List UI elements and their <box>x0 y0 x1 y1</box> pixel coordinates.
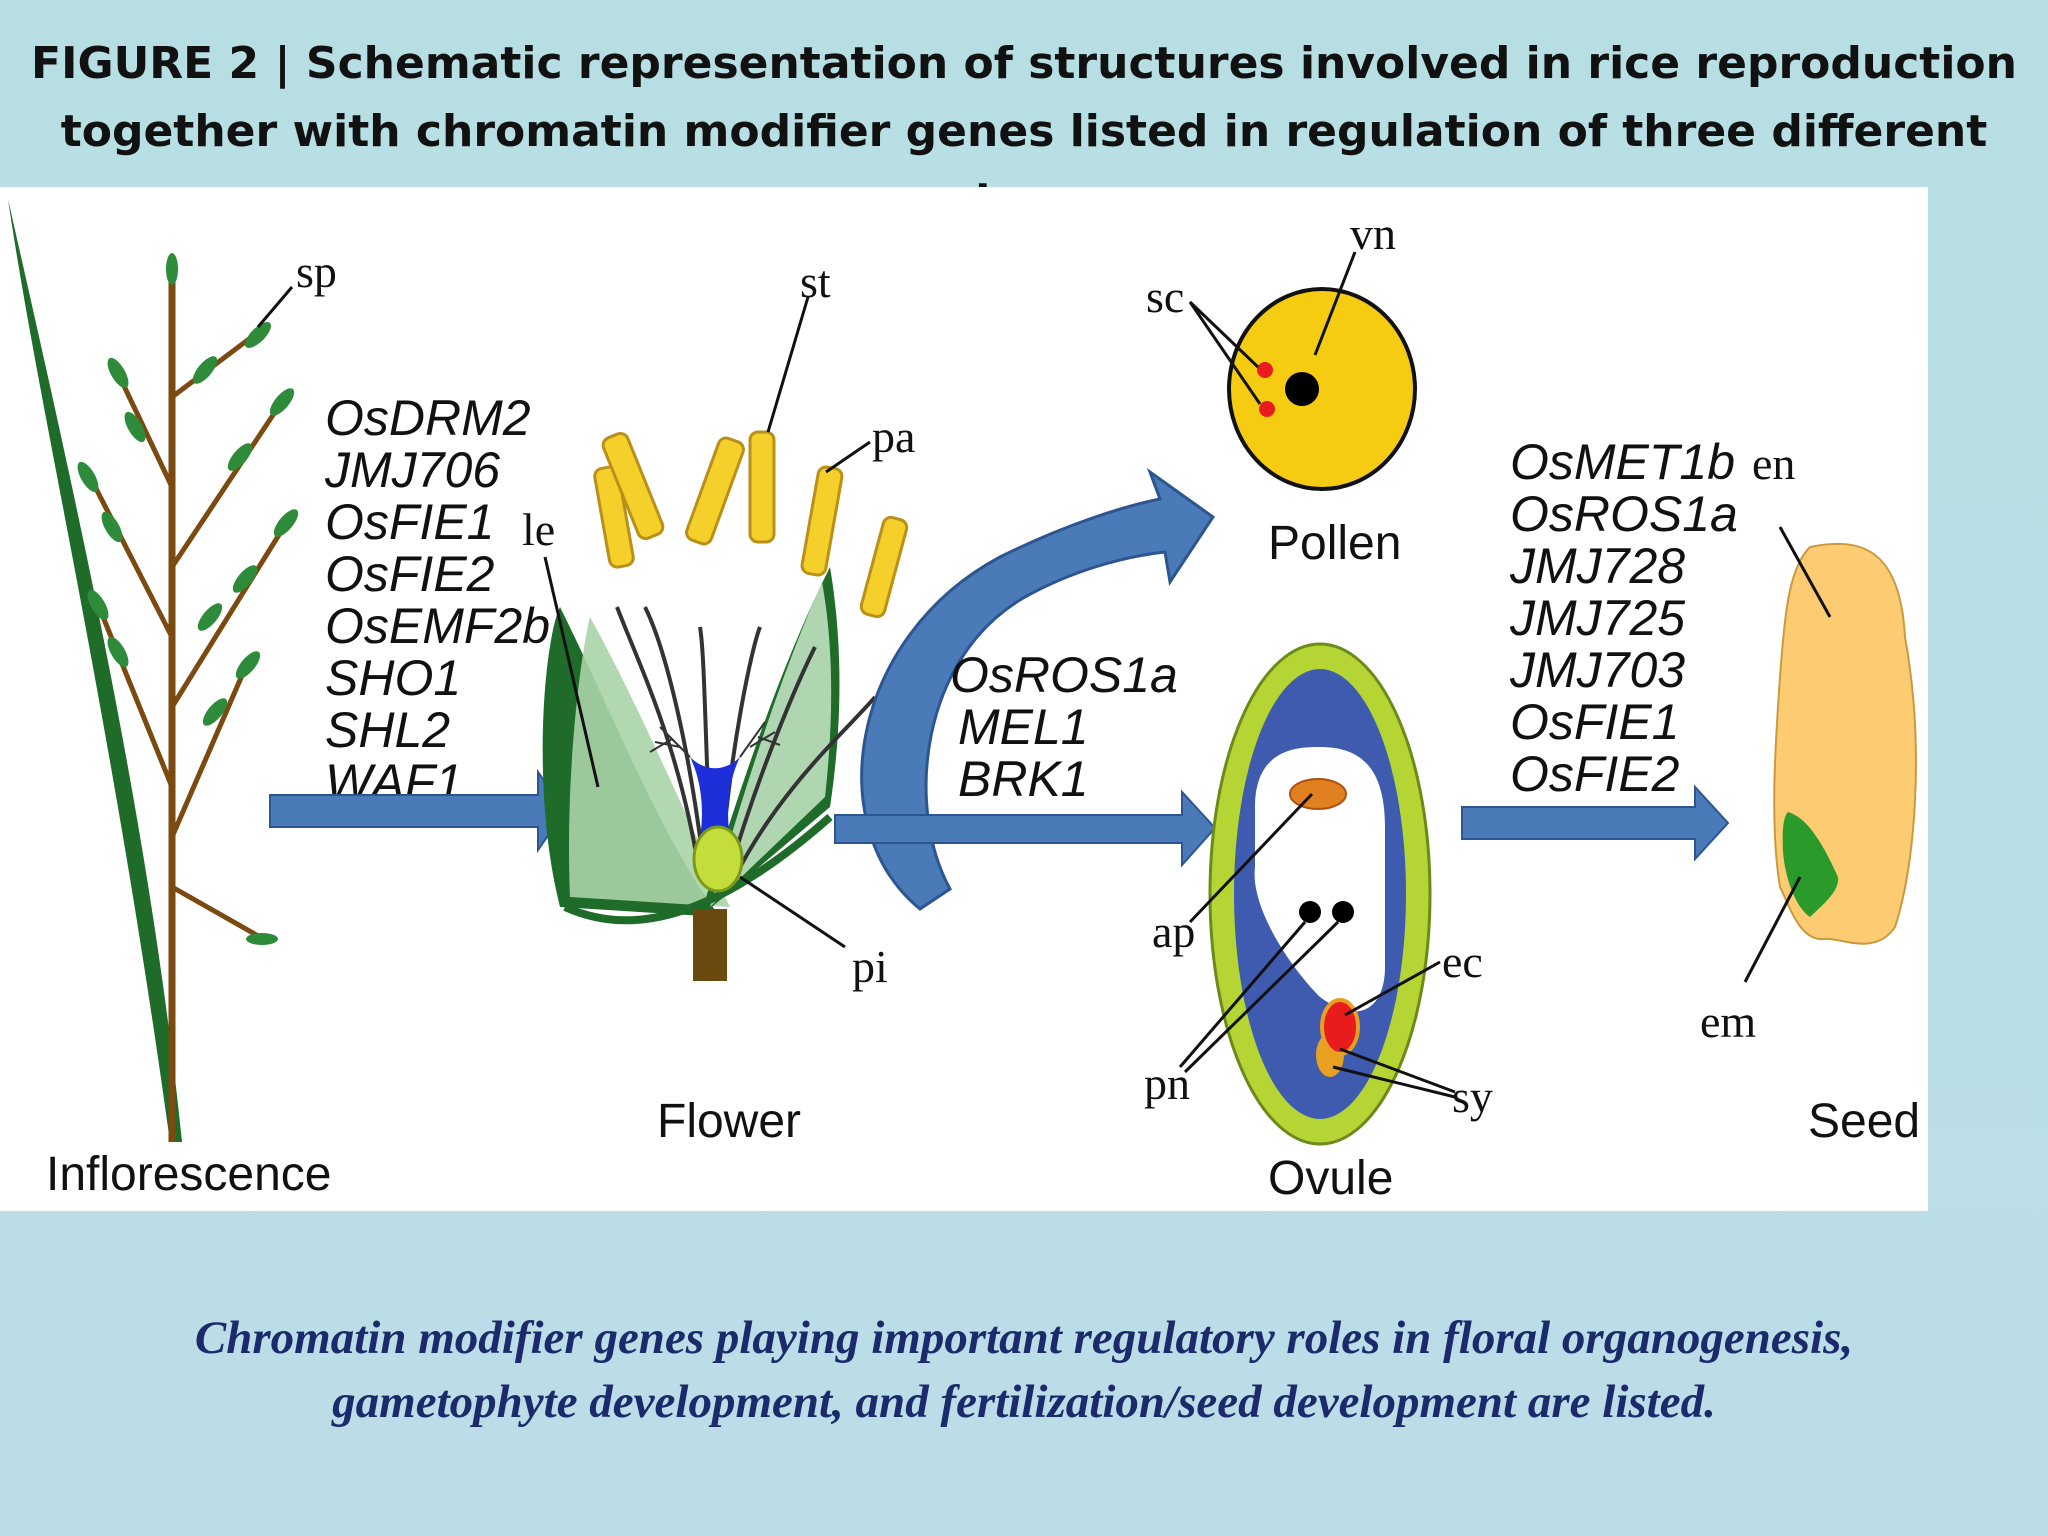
sp-leader-line <box>256 286 294 328</box>
gene-list-floral-organogenesis: OsDRM2 JMJ706 OsFIE1 OsFIE2 OsEMF2b SHO1… <box>324 390 550 810</box>
flower-stigma-feathers <box>649 721 781 758</box>
flower-drawing: st pa le pi Flower <box>522 256 915 1148</box>
flower-lemma-light-left <box>569 617 730 907</box>
stage-label-pollen: Pollen <box>1268 517 1401 570</box>
gene-floral-7: SHL2 <box>325 702 450 758</box>
seed-drawing: en em Seed <box>1700 438 1920 1148</box>
flower-ovary <box>692 825 744 893</box>
label-ec: ec <box>1442 936 1483 987</box>
figure-title: FIGURE 2 | Schematic representation of s… <box>0 30 2048 234</box>
gene-list-gametophyte-development: OsROS1a MEL1 BRK1 <box>950 647 1178 807</box>
ovule-polar-nucleus-2 <box>1332 901 1354 923</box>
inflorescence-drawing: sp Inflorescence <box>8 199 337 1201</box>
inflorescence-branches <box>82 325 293 940</box>
gene-floral-3: OsFIE1 <box>325 494 494 550</box>
stage-label-flower: Flower <box>657 1095 801 1148</box>
label-pi: pi <box>852 941 888 992</box>
label-pn: pn <box>1144 1058 1190 1109</box>
ovule-polar-nucleus-1 <box>1299 901 1321 923</box>
rice-reproduction-diagram: sp Inflorescence OsDRM2 JMJ706 OsFIE1 Os… <box>8 199 1920 1205</box>
label-le: le <box>522 504 555 555</box>
label-pa: pa <box>872 411 915 462</box>
figure-caption-line-1: Chromatin modifier genes playing importa… <box>194 1312 1854 1364</box>
label-sp: sp <box>296 246 337 297</box>
label-sy: sy <box>1452 1071 1493 1122</box>
label-vn: vn <box>1350 208 1396 259</box>
gene-floral-6: SHO1 <box>325 650 461 706</box>
gene-gametophyte-2: MEL1 <box>958 699 1089 755</box>
gene-floral-2: JMJ706 <box>324 442 500 498</box>
stage-label-inflorescence: Inflorescence <box>46 1148 332 1201</box>
seed-embryo <box>1782 812 1839 917</box>
gene-seed-1: OsMET1b <box>1510 434 1735 490</box>
flower-pedicel <box>693 909 727 981</box>
curved-arrow-to-pollen <box>860 467 1216 911</box>
figure-caption-line-2: gametophyte development, and fertilizati… <box>332 1376 1716 1428</box>
figure-title-line-1: FIGURE 2 | Schematic representation of s… <box>31 38 2017 89</box>
pollen-sperm-cell-2 <box>1259 401 1275 417</box>
flower-anthers <box>593 430 909 619</box>
ovule-embryo-sac <box>1254 747 1385 1012</box>
figure-title-line-2: together with chromatin modifier genes l… <box>60 106 1988 225</box>
label-en: en <box>1752 438 1795 489</box>
flower-base-curve <box>563 814 833 925</box>
diagram-panel: sp Inflorescence OsDRM2 JMJ706 OsFIE1 Os… <box>0 187 1928 1211</box>
gene-seed-7: OsFIE2 <box>1510 746 1680 802</box>
label-st: st <box>800 256 831 307</box>
stage-label-seed: Seed <box>1808 1095 1920 1148</box>
inflorescence-leaf-blade <box>8 199 182 1142</box>
arrow-flower-to-ovule <box>834 789 1217 868</box>
label-em: em <box>1700 996 1756 1047</box>
arrow-ovule-to-seed <box>1461 784 1730 862</box>
ovule-egg-cell <box>1320 998 1360 1056</box>
label-sc: sc <box>1146 271 1184 322</box>
flower-palea-light <box>710 582 832 907</box>
pollen-drawing: sc vn Pollen <box>1146 208 1417 570</box>
gene-gametophyte-3: BRK1 <box>958 751 1089 807</box>
gene-seed-6: OsFIE1 <box>1510 694 1679 750</box>
label-ap: ap <box>1152 906 1195 957</box>
gene-seed-3: JMJ728 <box>1509 538 1685 594</box>
gene-seed-2: OsROS1a <box>1510 486 1738 542</box>
gene-gametophyte-1: OsROS1a <box>950 647 1178 703</box>
ovule-antipodal-cells <box>1289 778 1347 810</box>
ovule-drawing: ap pn ec sy Ovule <box>1144 642 1493 1205</box>
inflorescence-spikelets <box>77 253 299 945</box>
gene-floral-5: OsEMF2b <box>325 598 550 654</box>
figure-caption: Chromatin modifier genes playing importa… <box>0 1306 2048 1434</box>
pollen-vegetative-nucleus <box>1285 372 1319 406</box>
pollen-grain <box>1227 287 1417 491</box>
gene-floral-4: OsFIE2 <box>325 546 495 602</box>
gene-seed-5: JMJ703 <box>1509 642 1685 698</box>
flower-pistil-stigma <box>690 757 740 837</box>
gene-seed-4: JMJ725 <box>1509 590 1685 646</box>
flower-leader-lines <box>543 296 871 949</box>
gene-list-fertilization-seed: OsMET1b OsROS1a JMJ728 JMJ725 JMJ703 OsF… <box>1509 434 1738 802</box>
pollen-sperm-cell-1 <box>1257 362 1273 378</box>
gene-floral-1: OsDRM2 <box>325 390 531 446</box>
stage-label-ovule: Ovule <box>1268 1152 1393 1205</box>
